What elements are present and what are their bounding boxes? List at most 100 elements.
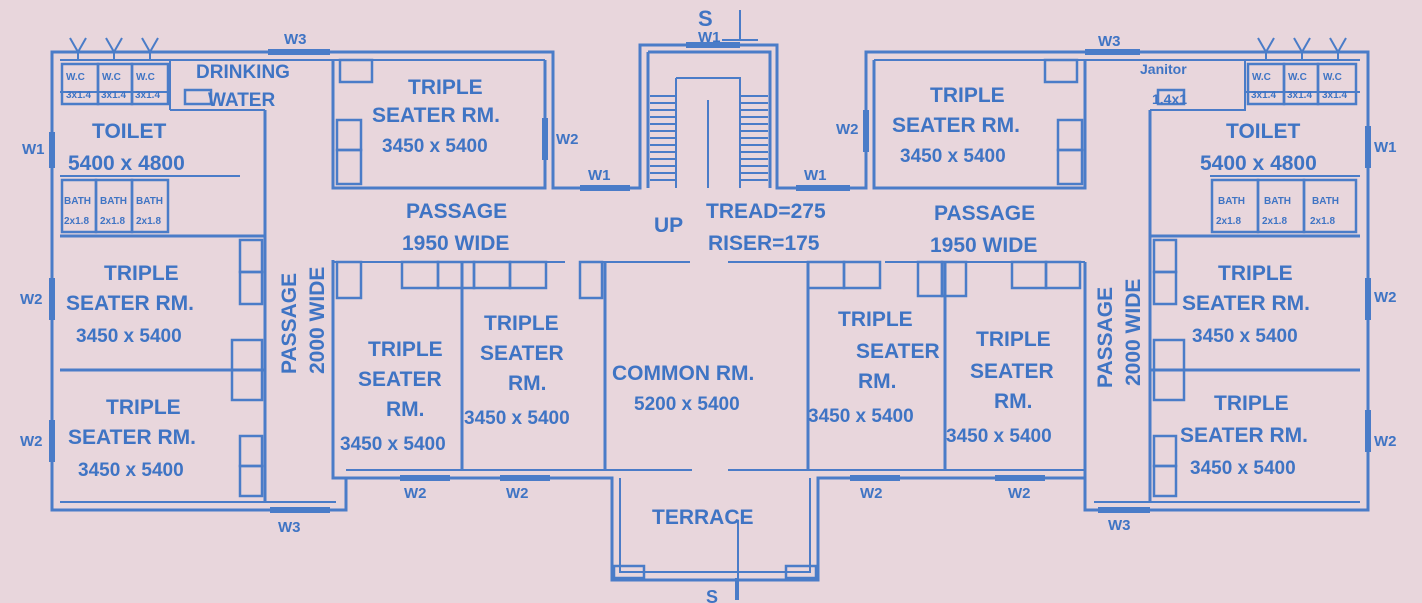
room-right-2-l1: TRIPLE [1214, 392, 1289, 415]
passage-left-name: PASSAGE [406, 200, 507, 223]
w1-label-right: W1 [1374, 139, 1397, 156]
toilet-right-size: 5400 x 4800 [1200, 152, 1317, 175]
bath-label-l3: BATH [136, 196, 163, 207]
bath-size-l3: 2x1.8 [136, 216, 161, 227]
room-mid-1-size: 3450 x 5400 [340, 434, 446, 455]
w3-label-top-right: W3 [1098, 33, 1121, 50]
room-right-1-l1: TRIPLE [1218, 262, 1293, 285]
w1-label-passage-left: W1 [588, 167, 611, 184]
bath-size-l1: 2x1.8 [64, 216, 89, 227]
room-top-left-l2: SEATER RM. [372, 104, 500, 127]
w2-label-left-2: W2 [20, 433, 43, 450]
w2-label-left-1: W2 [20, 291, 43, 308]
room-mid-3-l3: RM. [858, 370, 897, 393]
w2-label-bottom-1: W2 [404, 485, 427, 502]
w2-label-top-room-left: W2 [556, 131, 579, 148]
room-left-1-size: 3450 x 5400 [76, 326, 182, 347]
room-left-1-l2: SEATER RM. [66, 292, 194, 315]
room-top-left-size: 3450 x 5400 [382, 136, 488, 157]
passage-left-vertical-name: PASSAGE [278, 273, 301, 374]
drinking-water-line1: DRINKING [196, 62, 290, 83]
w1-label-passage-right: W1 [804, 167, 827, 184]
toilet-left-size: 5400 x 4800 [68, 152, 185, 175]
passage-right-vertical-name: PASSAGE [1094, 287, 1117, 388]
room-mid-4-l2: SEATER [970, 360, 1054, 383]
wc-label-r2: W.C [1288, 72, 1307, 83]
w3-label-top-left: W3 [284, 31, 307, 48]
wc-label-l3: W.C [136, 72, 155, 83]
bath-label-r2: BATH [1264, 196, 1291, 207]
stair-well [646, 50, 772, 188]
wc-size-r2: 3x1.4 [1287, 90, 1312, 101]
room-right-2-l2: SEATER RM. [1180, 424, 1308, 447]
room-mid-3-l1: TRIPLE [838, 308, 913, 331]
wc-label-l2: W.C [102, 72, 121, 83]
bath-size-r3: 2x1.8 [1310, 216, 1335, 227]
common-room-size: 5200 x 5400 [634, 394, 740, 415]
window-bars [49, 42, 1371, 513]
passage-left-width: 1950 WIDE [402, 232, 509, 255]
bath-label-r3: BATH [1312, 196, 1339, 207]
section-mark-top: S [698, 6, 713, 31]
wc-label-r1: W.C [1252, 72, 1271, 83]
terrace-label: TERRACE [652, 506, 754, 529]
room-mid-4-l1: TRIPLE [976, 328, 1051, 351]
toilet-right-name: TOILET [1226, 120, 1300, 143]
bath-label-l2: BATH [100, 196, 127, 207]
room-top-right-l1: TRIPLE [930, 84, 1005, 107]
stair-up-label: UP [654, 214, 683, 237]
w2-label-top-room-right: W2 [836, 121, 859, 138]
wc-size-r3: 3x1.4 [1322, 90, 1347, 101]
w1-label-stair: W1 [698, 29, 721, 46]
wc-size-l1: 3x1.4 [66, 90, 91, 101]
room-left-1-l1: TRIPLE [104, 262, 179, 285]
room-top-left-l1: TRIPLE [408, 76, 483, 99]
bath-label-l1: BATH [64, 196, 91, 207]
common-room-name: COMMON RM. [612, 362, 754, 385]
w2-label-right-2: W2 [1374, 433, 1397, 450]
bath-size-l2: 2x1.8 [100, 216, 125, 227]
janitor-label: Janitor [1140, 61, 1187, 77]
w2-label-bottom-4: W2 [1008, 485, 1031, 502]
w3-label-bottom-left: W3 [278, 519, 301, 536]
labels: S S W3 W1 W3 W1 W2 W2 W1 W1 W1 W2 W2 W2 … [20, 6, 1397, 603]
section-mark-bottom: S [706, 587, 718, 603]
room-mid-1-l2: SEATER [358, 368, 442, 391]
w2-label-bottom-3: W2 [860, 485, 883, 502]
wc-label-l1: W.C [66, 72, 85, 83]
w3-label-bottom-right: W3 [1108, 517, 1131, 534]
drinking-water-line2: WATER [208, 90, 275, 111]
bath-label-r1: BATH [1218, 196, 1245, 207]
room-mid-2-l2: SEATER [480, 342, 564, 365]
wc-size-r1: 3x1.4 [1251, 90, 1276, 101]
room-mid-2-l3: RM. [508, 372, 547, 395]
room-mid-1-l1: TRIPLE [368, 338, 443, 361]
room-mid-3-l2: SEATER [856, 340, 940, 363]
bath-size-r1: 2x1.8 [1216, 216, 1241, 227]
room-mid-4-size: 3450 x 5400 [946, 426, 1052, 447]
w2-label-bottom-2: W2 [506, 485, 529, 502]
room-mid-1-l3: RM. [386, 398, 425, 421]
passage-right-width: 1950 WIDE [930, 234, 1037, 257]
stair-treads [650, 95, 768, 181]
left-passage-wall-2 [331, 260, 346, 480]
room-right-1-size: 3450 x 5400 [1192, 326, 1298, 347]
passage-right-name: PASSAGE [934, 202, 1035, 225]
bath-size-r2: 2x1.8 [1262, 216, 1287, 227]
passage-left-vertical-width: 2000 WIDE [306, 267, 329, 374]
stair-tread: TREAD=275 [706, 200, 826, 223]
room-right-2-size: 3450 x 5400 [1190, 458, 1296, 479]
wc-size-l2: 3x1.4 [101, 90, 126, 101]
room-left-2-size: 3450 x 5400 [78, 460, 184, 481]
room-mid-2-size: 3450 x 5400 [464, 408, 570, 429]
stair-riser: RISER=175 [708, 232, 820, 255]
room-left-2-l1: TRIPLE [106, 396, 181, 419]
janitor-size: 1.4x1 [1152, 91, 1187, 107]
fixtures [60, 58, 1358, 580]
passage-right-vertical-width: 2000 WIDE [1122, 279, 1145, 386]
w1-label-left: W1 [22, 141, 45, 158]
toilet-left-name: TOILET [92, 120, 166, 143]
wc-size-l3: 3x1.4 [135, 90, 160, 101]
room-left-2-l2: SEATER RM. [68, 426, 196, 449]
